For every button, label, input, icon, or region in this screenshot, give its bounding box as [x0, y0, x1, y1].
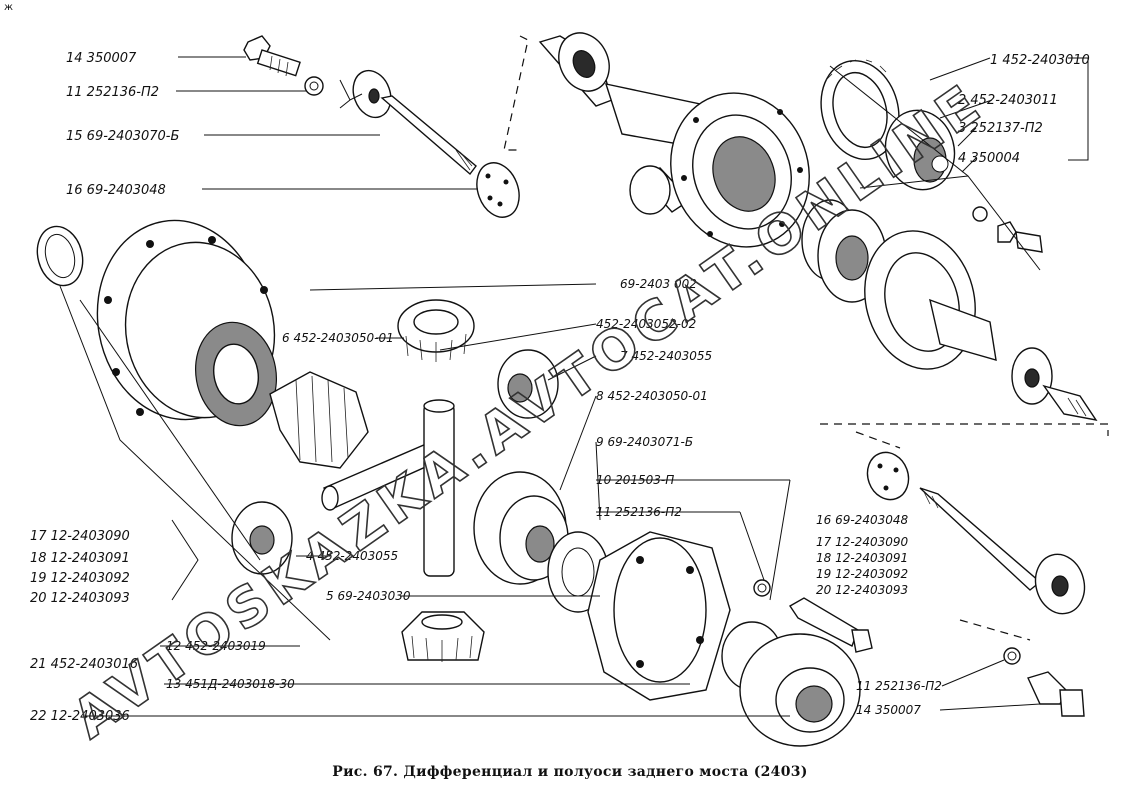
upper-left-bracket-line [503, 35, 529, 151]
label-17-left: 17 12-2403090 [30, 529, 130, 544]
label-7: 7 452-2403055 [620, 349, 712, 363]
label-22: 22 12-2403036 [30, 709, 130, 724]
label-20-right: 20 12-2403093 [816, 583, 908, 597]
axle-housing [538, 32, 810, 248]
differential-assembly-right [801, 199, 887, 303]
label-4-center: 4 452-2403055 [306, 549, 398, 563]
ring-gear-lead-lines [829, 65, 1041, 271]
label-9: 9 69-2403071-Б [596, 435, 693, 449]
label-17-right: 17 12-2403090 [816, 535, 908, 549]
bearing-22 [721, 621, 861, 747]
label-8: 8 452-2403050-01 [596, 389, 708, 403]
right-separator-dashed-line [820, 423, 1109, 436]
lock-washer-11-lower [753, 579, 771, 597]
label-15: 15 69-2403070-Б [66, 129, 179, 144]
label-5: 5 69-2403030 [326, 589, 411, 603]
label-19-right: 19 12-2403092 [816, 567, 908, 581]
cross-shaft [321, 399, 455, 577]
bevel-gear-lower [401, 611, 485, 662]
label-19-left: 19 12-2403092 [30, 571, 130, 586]
label-4: 4 350004 [958, 151, 1020, 166]
label-13: 13 451Д-2403018-30 [166, 677, 295, 691]
lock-washer-11-top [304, 76, 324, 96]
label-14-bottom: 14 350007 [856, 703, 921, 717]
bolt-14-top [243, 35, 301, 77]
label-10: 10 201503-П [596, 473, 674, 487]
label-center-top: 69-2403 002 [620, 277, 697, 291]
label-20-left: 20 12-2403093 [30, 591, 130, 606]
differential-case-left [96, 219, 278, 427]
bolt-lower-center [789, 597, 873, 653]
label-1: 1 452-2403010 [990, 53, 1090, 68]
pinion-gear-left-lower [231, 501, 293, 575]
label-6: 6 452-2403050-01 [282, 331, 394, 345]
bolt-14-right [1027, 671, 1085, 717]
ring-gear-1 [820, 59, 900, 160]
arrow-marks [339, 79, 363, 109]
bracket-1-4 [1068, 57, 1089, 161]
label-5-top: 452-2403052-02 [596, 317, 696, 331]
figure-caption: Рис. 67. Дифференциал и полуоси заднего … [332, 764, 808, 780]
label-11-center: 11 252136-П2 [596, 505, 682, 519]
lock-washer-11-right [1003, 647, 1021, 665]
leader-lines [59, 56, 1041, 717]
part-labels: 14 350007 11 252136-П2 15 69-2403070-Б 1… [30, 51, 1090, 724]
pinion-gear-7 [497, 349, 559, 419]
differential-case-lower [587, 531, 731, 701]
lower-right-dashed-line [959, 619, 1031, 641]
label-18-right: 18 12-2403091 [816, 551, 908, 565]
shim-ring-left [36, 225, 84, 287]
bolt-4-right [972, 206, 1043, 253]
label-16-right: 16 69-2403048 [816, 513, 908, 527]
label-18-left: 18 12-2403091 [30, 551, 130, 566]
label-21: 21 452-2403016 [30, 657, 138, 672]
right-dashed-lead [855, 431, 901, 449]
axle-shaft-15 [352, 69, 520, 218]
bevel-pinion-gear-left [269, 371, 369, 469]
axle-shaft-16-right [866, 451, 1086, 615]
label-11-bottom: 11 252136-П2 [856, 679, 942, 693]
carrier-housing-right [864, 230, 1098, 421]
corner-mark: ж [4, 2, 14, 13]
label-12: 12 452-2403019 [166, 639, 266, 653]
label-16-top: 16 69-2403048 [66, 183, 166, 198]
label-11-top: 11 252136-П2 [66, 85, 159, 100]
differential-case-2 [884, 109, 956, 191]
label-2: 2 452-2403011 [958, 93, 1058, 108]
label-3: 3 252137-П2 [958, 121, 1043, 136]
side-gear-6 [397, 299, 475, 362]
label-14-top: 14 350007 [66, 51, 137, 66]
